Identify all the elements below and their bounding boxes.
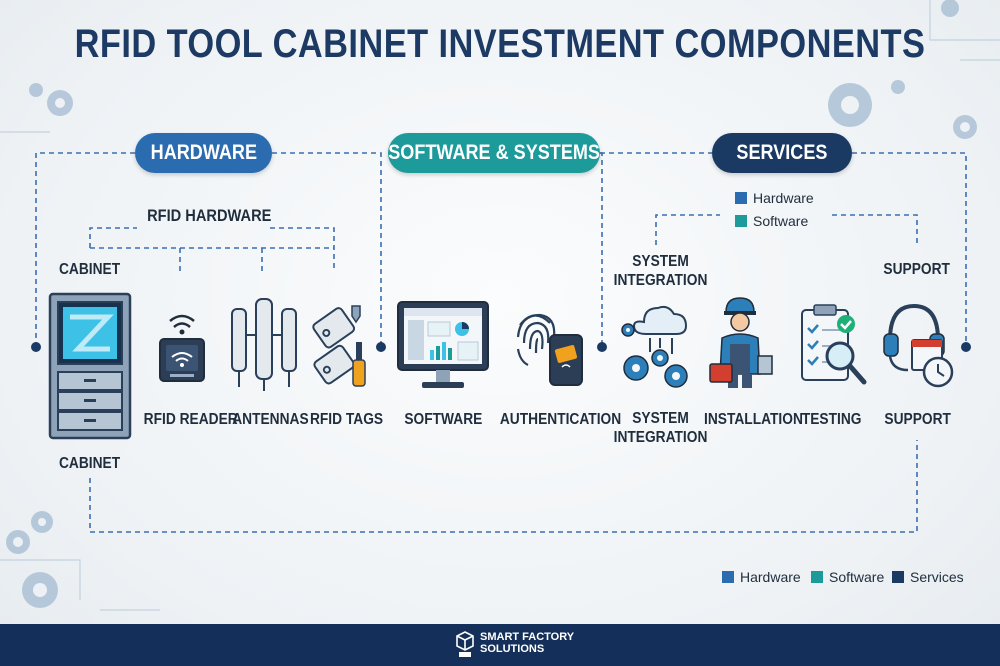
rfid-hardware-label: RFID HARDWARE [147,206,272,225]
software-monitor-icon[interactable] [396,300,490,392]
cube-logo-icon [456,631,474,657]
legend-swatch [735,215,747,227]
testing-clipboard-icon[interactable] [800,302,868,388]
footer-brand: SMART FACTORY SOLUTIONS [480,631,575,655]
installation-worker-icon[interactable] [708,294,774,392]
label-rfid-tags: RFID TAGS [309,411,384,428]
category-hardware[interactable]: HARDWARE [135,133,272,173]
label-support-top: SUPPORT [883,261,951,278]
label-software: SOFTWARE [404,411,483,428]
label-system-integration-top: SYSTEM INTEGRATION [613,253,708,289]
rfid-tags-icon[interactable] [310,300,372,392]
label-cabinet-bottom: CABINET [59,455,121,472]
footer-bar [0,624,1000,666]
software-right-connector [600,152,603,347]
label-installation: INSTALLATION [704,411,803,428]
category-software-systems[interactable]: SOFTWARE & SYSTEMS [388,133,600,173]
support-headset-icon[interactable] [882,298,956,390]
label-cabinet-top: CABINET [59,261,121,278]
legend-hardware: Hardware [722,569,801,585]
page-title: RFID TOOL CABINET INVESTMENT COMPONENTS [74,22,926,66]
hardware-right-connector [272,152,382,347]
legend-swatch [735,192,747,204]
services-right-connector [852,152,967,347]
hardware-left-connector [35,152,135,347]
cabinet-icon[interactable] [48,292,132,440]
label-support-bottom: SUPPORT [884,411,952,428]
services-legend-software: Software [735,213,808,229]
rfid-reader-icon[interactable] [156,305,208,385]
legend-swatch [722,571,734,583]
label-system-integration-bottom: SYSTEM INTEGRATION [613,410,708,446]
label-rfid-reader: RFID READER [143,411,238,428]
legend-swatch [892,571,904,583]
rfid-hardware-bracket [89,227,335,272]
legend-software: Software [811,569,884,585]
label-testing: TESTING [802,411,862,428]
services-legend-hardware: Hardware [735,190,814,206]
authentication-fingerprint-icon[interactable] [510,303,586,389]
label-antennas: ANTENNAS [232,411,309,428]
bottom-connector [89,440,918,533]
services-bracket [655,214,918,245]
label-authentication: AUTHENTICATION [499,411,622,428]
legend-services: Services [892,569,964,585]
category-services[interactable]: SERVICES [712,133,852,173]
antennas-icon[interactable] [228,295,300,393]
system-integration-gears-icon[interactable] [620,300,690,392]
legend-swatch [811,571,823,583]
